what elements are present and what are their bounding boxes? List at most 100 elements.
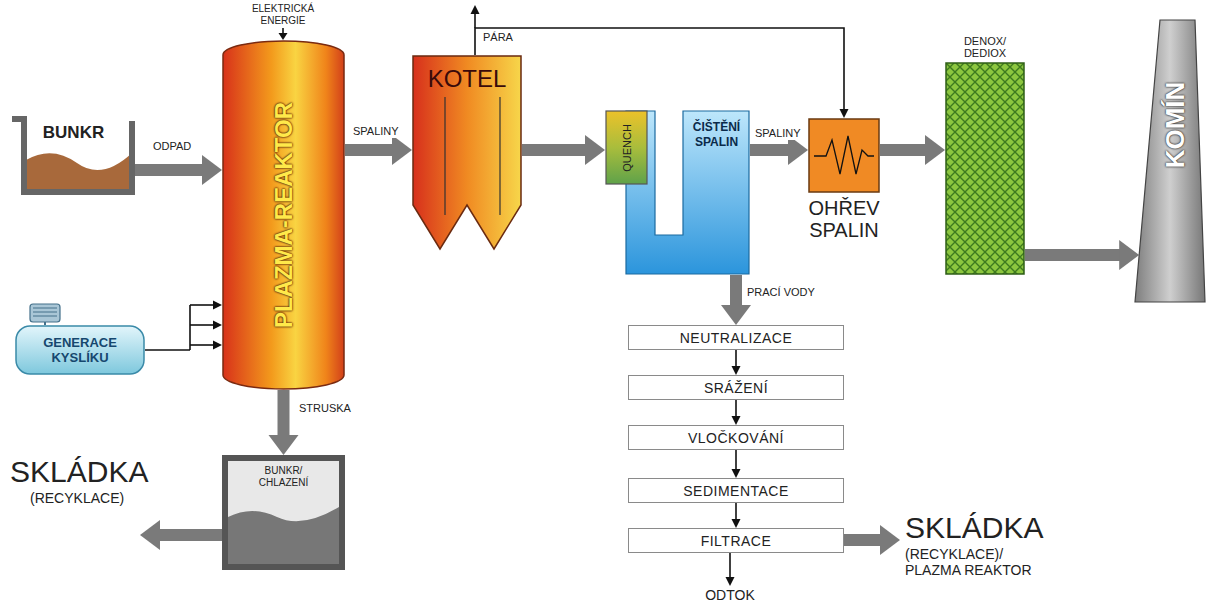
steam-out-head bbox=[471, 5, 480, 14]
node-text: KOTEL bbox=[412, 65, 522, 93]
arrow-line bbox=[145, 349, 190, 351]
node-shape bbox=[808, 118, 880, 193]
slag-bunker: BUNKR/ CHLAZENÍ bbox=[222, 455, 345, 570]
arrow-head bbox=[732, 469, 741, 478]
edge-label: PRACÍ VODY bbox=[746, 286, 816, 299]
bunker-wall bbox=[225, 458, 342, 567]
flow-arrow bbox=[475, 28, 849, 118]
quench-body bbox=[606, 111, 647, 184]
flow-arrow bbox=[522, 135, 605, 165]
heater-coil bbox=[814, 136, 874, 174]
edge-label: STRUSKA bbox=[298, 402, 352, 415]
node-text: GENERACE KYSLÍKU bbox=[25, 335, 135, 365]
destination-label: SKLÁDKA bbox=[905, 511, 1043, 545]
arrow-line bbox=[1025, 249, 1120, 261]
arrow-line bbox=[345, 144, 393, 156]
node-text: ČIŠTĚNÍ SPALIN bbox=[683, 120, 750, 150]
waste-fill bbox=[26, 153, 132, 192]
process-box: VLOČKOVÁNÍ bbox=[628, 425, 844, 450]
node-text: SEDIMENTACE bbox=[629, 483, 843, 499]
arrow-head bbox=[213, 321, 222, 330]
oxygen-generator: GENERACE KYSLÍKU bbox=[15, 325, 145, 375]
arrow-line bbox=[750, 144, 789, 156]
arrow-line bbox=[189, 305, 191, 350]
heater-body bbox=[809, 119, 879, 192]
compressor-body bbox=[30, 304, 60, 322]
arrow-line bbox=[735, 503, 737, 520]
waste-bunker: BUNKR bbox=[12, 115, 135, 195]
gas-heater: OHŘEV SPALIN bbox=[808, 118, 880, 193]
arrow-line bbox=[735, 450, 737, 470]
node-text: BUNKR/ CHLAZENÍ bbox=[249, 465, 319, 489]
node-text: QUENCH bbox=[621, 124, 633, 172]
arrow-head bbox=[840, 109, 849, 118]
arrow-line bbox=[735, 350, 737, 367]
flow-arrow bbox=[732, 503, 741, 528]
arrow-line bbox=[278, 390, 290, 436]
arrow-line bbox=[190, 304, 214, 306]
arrow-line bbox=[880, 144, 926, 156]
arrow-head bbox=[721, 305, 751, 325]
process-box: SRÁŽENÍ bbox=[628, 375, 844, 400]
flow-arrow bbox=[721, 275, 751, 325]
arrow-line bbox=[475, 28, 844, 110]
process-box: SEDIMENTACE bbox=[628, 478, 844, 503]
process-box: NEUTRALIZACE bbox=[628, 325, 844, 350]
flow-arrow bbox=[145, 301, 222, 351]
compressor-pipe bbox=[44, 322, 46, 325]
denox-unit: DENOX/ DEDIOX bbox=[945, 62, 1025, 275]
arrow-line bbox=[190, 344, 214, 346]
outflow-arrow bbox=[729, 553, 731, 577]
flow-arrow bbox=[880, 135, 945, 165]
note-label: (RECYKLACE) bbox=[30, 490, 124, 507]
quench-unit: QUENCH bbox=[605, 110, 648, 185]
note-label: (RECYKLACE)/ PLAZMA REAKTOR bbox=[905, 546, 1035, 578]
node-text: OHŘEV SPALIN bbox=[794, 197, 894, 241]
arrow-head bbox=[392, 135, 412, 165]
destination-label: SKLÁDKA bbox=[10, 455, 148, 489]
note-label: ELEKTRICKÁ ENERGIE bbox=[238, 3, 328, 27]
note-label: ODTOK bbox=[700, 587, 760, 603]
arrow-head bbox=[1119, 240, 1139, 270]
process-box: FILTRACE bbox=[628, 528, 844, 553]
sludge-out-head bbox=[880, 525, 900, 555]
arrow-head bbox=[202, 155, 222, 185]
node-text: BUNKR bbox=[12, 123, 135, 143]
node-text: PLAZMA-REAKTOR bbox=[270, 102, 298, 328]
slag-fill bbox=[228, 507, 339, 564]
node-text: NEUTRALIZACE bbox=[629, 330, 843, 346]
slag-out-head bbox=[140, 520, 160, 550]
scrubber-body bbox=[626, 111, 749, 274]
arrow-head bbox=[732, 519, 741, 528]
edge-label: SPALINY bbox=[754, 127, 802, 140]
node-text: FILTRACE bbox=[629, 533, 843, 549]
node-text: DENOX/ DEDIOX bbox=[955, 35, 1015, 59]
arrow-head bbox=[732, 416, 741, 425]
arrow-line bbox=[135, 164, 203, 176]
node-text: SRÁŽENÍ bbox=[629, 380, 843, 396]
steam-out-arrow bbox=[474, 14, 476, 28]
slag-out-arrow bbox=[160, 529, 222, 541]
boiler: KOTEL bbox=[412, 55, 522, 250]
node-shape bbox=[945, 62, 1025, 275]
arrow-line bbox=[522, 144, 586, 156]
compressor-ribs bbox=[33, 308, 57, 316]
node-text: VLOČKOVÁNÍ bbox=[629, 430, 843, 446]
flow-arrow bbox=[732, 350, 741, 375]
boiler-tubes bbox=[445, 97, 500, 215]
arrow-head bbox=[925, 135, 945, 165]
chimney-body bbox=[1135, 20, 1205, 302]
arrow-line bbox=[190, 324, 214, 326]
flow-arrow bbox=[1025, 240, 1139, 270]
power-arrow-head bbox=[279, 33, 288, 40]
compressor-icon bbox=[30, 304, 60, 325]
arrow-head bbox=[732, 366, 741, 375]
flow-arrow bbox=[345, 135, 412, 165]
flow-arrow bbox=[269, 390, 299, 455]
arrow-line bbox=[730, 275, 742, 306]
arrow-line bbox=[735, 400, 737, 417]
node-text: KOMÍN bbox=[1160, 82, 1191, 169]
outflow-head bbox=[726, 577, 735, 586]
reactor-body bbox=[223, 41, 344, 389]
